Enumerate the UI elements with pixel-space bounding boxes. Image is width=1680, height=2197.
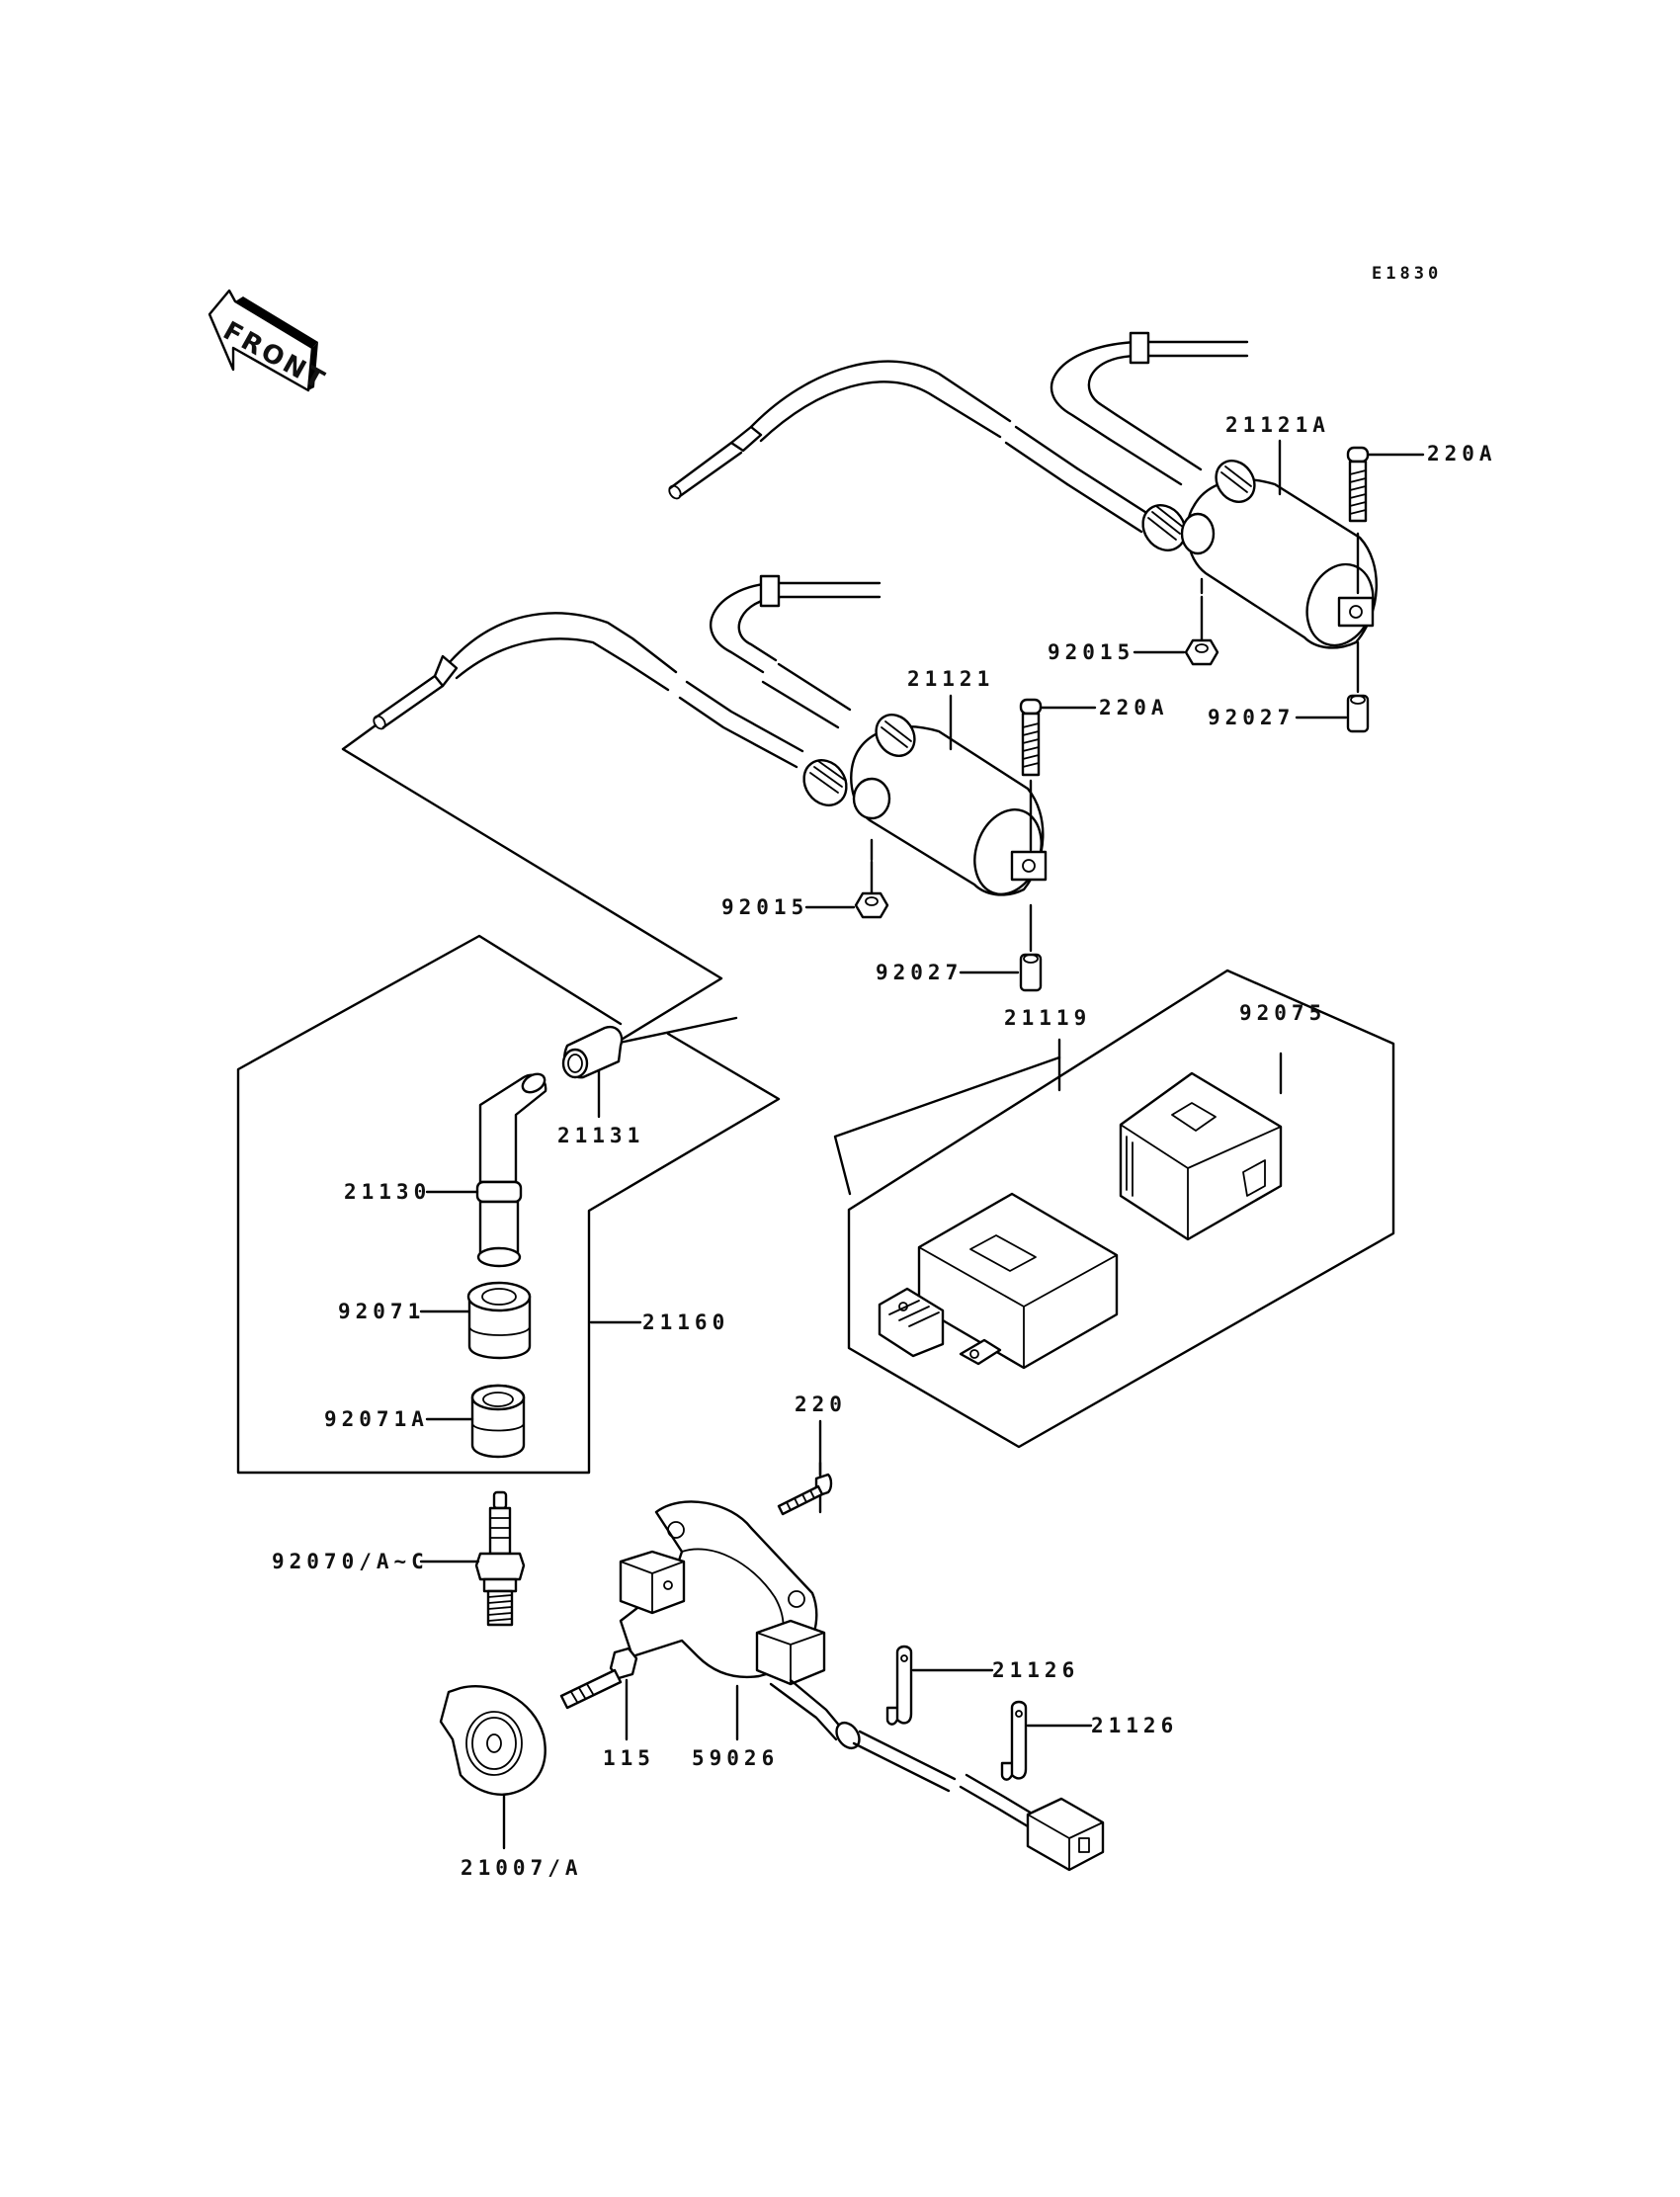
collar-92027-lower — [1019, 903, 1043, 992]
nut-92015-upper — [1184, 595, 1219, 666]
label-92071a: 92071A — [324, 1407, 429, 1431]
bolt-220a-upper — [1346, 446, 1425, 595]
label-92075: 92075 — [1239, 1001, 1326, 1025]
seal-92071a — [470, 1384, 526, 1459]
screw-220 — [777, 1461, 833, 1516]
igniter-unit — [878, 1192, 1119, 1370]
label-92027-lower: 92027 — [876, 961, 963, 984]
coil-rear-boot-1 — [1141, 504, 1216, 555]
bolt-220a-lower — [1019, 698, 1097, 852]
label-220a-upper: 220A — [1427, 442, 1497, 465]
plug-cap-21130 — [475, 1072, 547, 1268]
label-115: 115 — [603, 1746, 655, 1770]
collar-92027-upper — [1346, 640, 1370, 733]
label-21160: 21160 — [642, 1310, 729, 1334]
label-92070: 92070/A~C — [272, 1550, 429, 1573]
label-21119: 21119 — [1004, 1006, 1091, 1030]
label-92015-lower: 92015 — [721, 895, 808, 919]
front-arrow-icon: FRONT — [208, 289, 331, 397]
label-21126-upper: 21126 — [992, 1658, 1079, 1682]
coil-front-boot-1 — [802, 759, 891, 820]
spark-plug — [474, 1490, 526, 1627]
ignition-coil-front — [373, 574, 1048, 896]
diagram-code: E1830 — [1372, 264, 1442, 284]
label-220: 220 — [795, 1393, 847, 1416]
pickup-coil — [619, 1500, 1105, 1872]
label-21131: 21131 — [557, 1124, 644, 1147]
bolt-115 — [559, 1647, 638, 1710]
nut-92015-lower — [854, 860, 889, 919]
ignition-coil-rear — [668, 331, 1378, 649]
igniter-outline — [833, 969, 1395, 1449]
reference-line-cable — [341, 723, 723, 1046]
label-92071: 92071 — [338, 1300, 425, 1323]
clamp-21126-lower — [1000, 1700, 1028, 1781]
plug-cap-assembly-outline — [236, 934, 781, 1475]
clamp-21126-upper — [885, 1645, 913, 1726]
timing-rotor — [439, 1685, 546, 1796]
label-220a-lower: 220A — [1099, 696, 1169, 719]
seal-92071 — [466, 1281, 532, 1360]
label-21130: 21130 — [344, 1180, 431, 1204]
label-21121a: 21121A — [1225, 413, 1330, 437]
label-21007: 21007/A — [461, 1856, 583, 1880]
label-92027-upper: 92027 — [1208, 706, 1295, 729]
label-59026: 59026 — [692, 1746, 779, 1770]
igniter-case-92075 — [1119, 1071, 1283, 1241]
label-21126-lower: 21126 — [1091, 1714, 1178, 1737]
plug-cap-part-21131 — [561, 1025, 624, 1119]
coil-front-boot-2 — [875, 714, 916, 757]
label-92015-upper: 92015 — [1048, 640, 1134, 664]
coil-rear-boot-2 — [1215, 460, 1256, 503]
label-21121: 21121 — [907, 667, 994, 691]
